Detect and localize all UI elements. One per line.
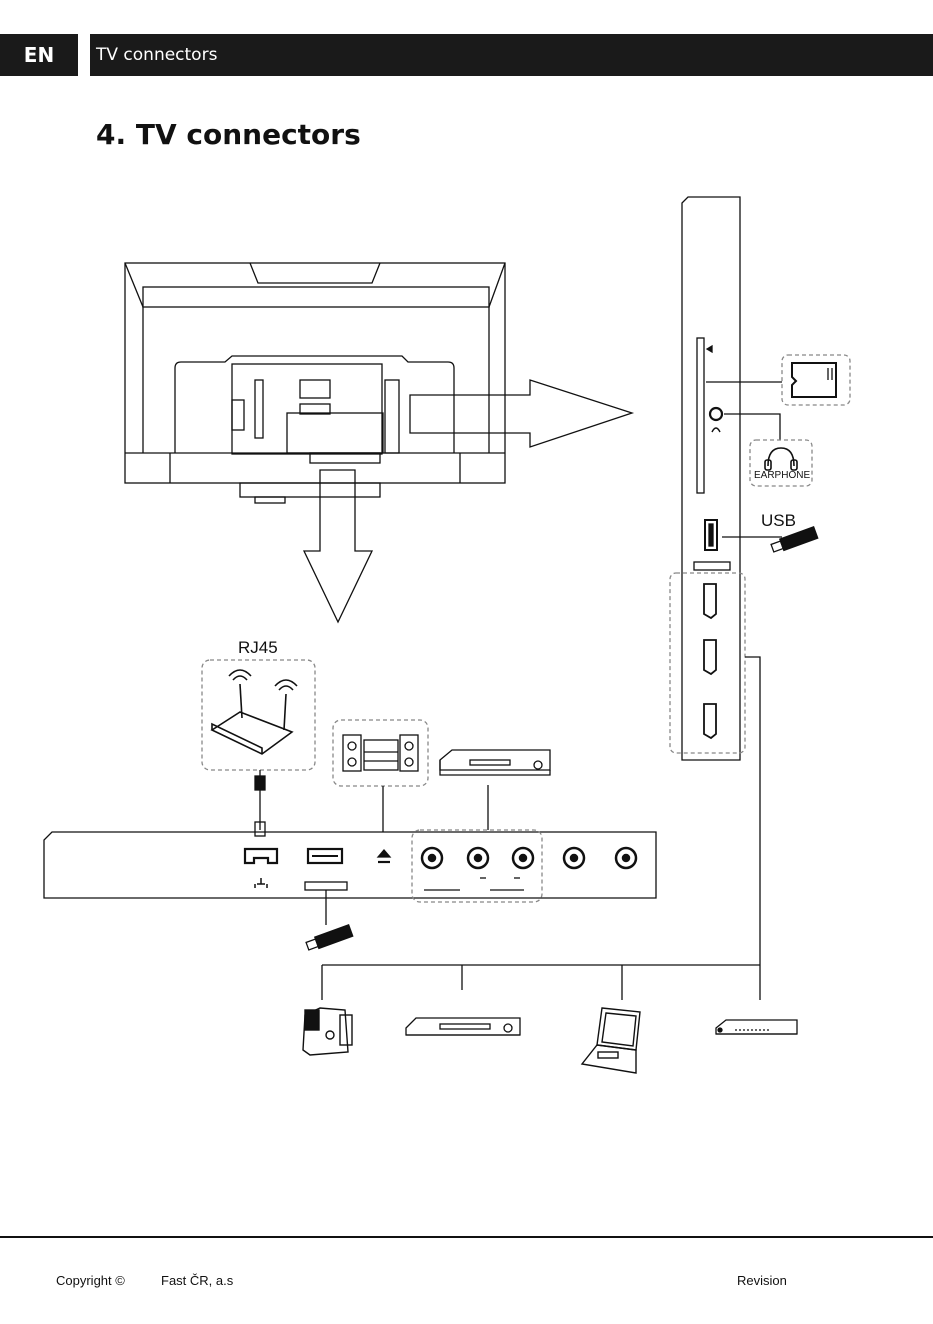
eject-icon <box>378 850 390 862</box>
arrow-right-icon <box>410 380 632 447</box>
tv-rear-view <box>125 263 505 503</box>
hdmi-port-icon <box>704 584 716 738</box>
set-top-box-icon <box>716 1020 797 1034</box>
dvd-player-icon <box>406 1018 520 1035</box>
bottom-panel <box>44 830 656 902</box>
stereo-icon <box>343 735 418 771</box>
arrow-down-icon <box>304 470 372 622</box>
laptop-icon <box>582 1008 640 1073</box>
camcorder-icon <box>303 1008 352 1055</box>
dvd-player-icon <box>440 750 550 775</box>
ethernet-icon <box>245 849 277 888</box>
usb-label: USB <box>761 511 796 531</box>
earphone-label: EARPHONE <box>754 470 810 481</box>
ethernet-cable <box>255 770 265 836</box>
headphones-icon <box>765 448 797 470</box>
usb-stick-icon <box>305 925 352 952</box>
sd-card-icon <box>782 355 850 405</box>
footer-divider <box>0 1236 933 1238</box>
router-icon <box>212 670 297 754</box>
hdmi-connection-lines <box>322 657 760 1000</box>
footer-company: Fast ČR, a.s <box>161 1273 233 1288</box>
footer-copyright: Copyright © <box>56 1273 125 1288</box>
footer-revision: Revision <box>737 1273 787 1288</box>
rj45-label: RJ45 <box>238 638 278 658</box>
side-panel <box>670 197 745 760</box>
earphone-jack-icon <box>710 408 722 420</box>
